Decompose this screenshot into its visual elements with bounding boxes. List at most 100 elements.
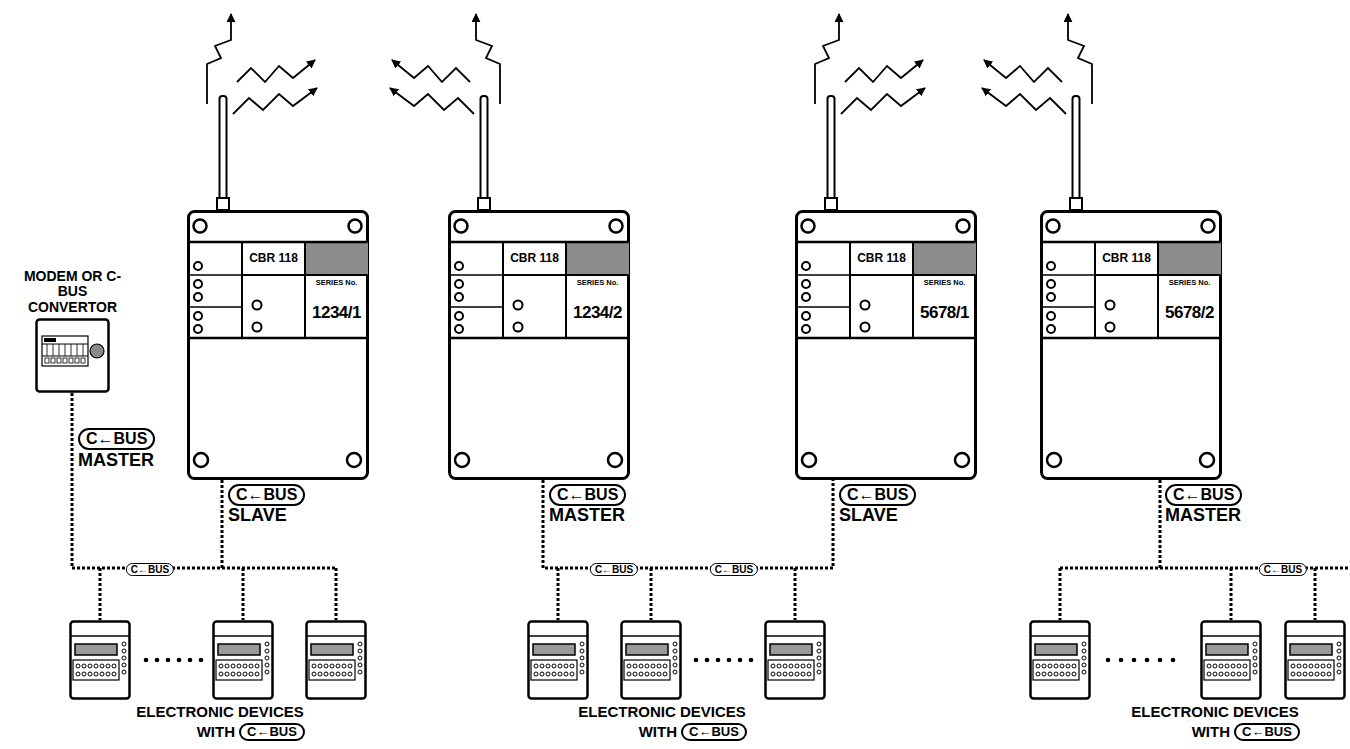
model-name: CBR 118 bbox=[510, 252, 559, 265]
housing-detail bbox=[1106, 301, 1115, 310]
dot bbox=[166, 658, 171, 663]
text-cell: 5678/1 bbox=[913, 289, 976, 337]
housing-detail bbox=[502, 242, 504, 338]
text-cell: CBR 118 bbox=[503, 242, 566, 275]
electronic-device bbox=[529, 622, 588, 699]
dot bbox=[716, 658, 721, 663]
series-number: 1234/2 bbox=[573, 304, 622, 323]
housing-detail bbox=[913, 242, 976, 275]
housing-detail bbox=[189, 337, 368, 340]
housing-detail bbox=[241, 242, 243, 338]
housing-detail bbox=[189, 274, 243, 276]
bus-badge: C←BUS bbox=[126, 563, 174, 576]
housing-detail bbox=[957, 220, 970, 233]
housing-detail bbox=[797, 274, 851, 276]
modem-detail bbox=[44, 338, 56, 342]
housing-detail bbox=[849, 242, 851, 338]
bus-badge: C←BUS bbox=[681, 723, 747, 741]
housing-detail bbox=[253, 323, 262, 332]
bus-badge: C←BUS bbox=[1165, 484, 1242, 506]
housing-detail bbox=[608, 453, 622, 467]
modem-detail bbox=[57, 358, 61, 363]
bus-connector bbox=[543, 480, 833, 568]
device-caption: WITH bbox=[197, 724, 235, 741]
radio-unit: CBR 118SERIES No. 5678/1 bbox=[795, 210, 977, 480]
housing-detail bbox=[797, 241, 976, 244]
bus-role: SLAVE bbox=[228, 506, 287, 526]
radio-housing bbox=[1040, 210, 1222, 480]
housing-detail bbox=[1047, 280, 1055, 288]
model-name: CBR 118 bbox=[249, 252, 298, 265]
housing-detail bbox=[189, 212, 368, 479]
series-caption: SERIES No. bbox=[924, 279, 966, 287]
antenna bbox=[815, 14, 925, 210]
housing-detail bbox=[455, 220, 468, 233]
label-slot: C←BUS bbox=[1259, 559, 1307, 577]
label-slot: C←BUS bbox=[239, 722, 305, 741]
housing-detail bbox=[189, 306, 243, 308]
dot bbox=[1145, 658, 1150, 663]
ellipsis-dots bbox=[144, 658, 1176, 663]
bus-wire bbox=[222, 567, 336, 570]
device-heading: MODEM OR C-BUS CONVERTOR bbox=[23, 269, 123, 315]
bus-badge: C←BUS bbox=[1259, 563, 1307, 576]
modem-detail bbox=[53, 344, 54, 356]
text-cell: SERIES No. bbox=[1158, 276, 1221, 290]
housing-detail bbox=[912, 242, 914, 338]
modem-box: MODEM OR C-BUS CONVERTOR bbox=[35, 318, 110, 393]
modem-detail bbox=[45, 358, 49, 363]
text-cell: CBR 118 bbox=[242, 242, 305, 275]
housing-detail bbox=[1042, 337, 1221, 340]
text-cell: 5678/2 bbox=[1158, 289, 1221, 337]
antenna bbox=[207, 14, 317, 210]
housing-detail bbox=[955, 453, 969, 467]
bus-wire bbox=[1060, 480, 1350, 568]
electronic-device bbox=[1031, 622, 1090, 699]
bus-badge: C←BUS bbox=[590, 563, 638, 576]
housing-detail bbox=[242, 274, 368, 276]
edge-label-slot: C←BUS bbox=[126, 559, 174, 577]
antenna bbox=[982, 14, 1092, 210]
radio-unit: CBR 118SERIES No.5678/2 bbox=[1040, 210, 1222, 480]
modem-detail bbox=[37, 320, 109, 392]
housing-detail bbox=[514, 323, 523, 332]
modem-detail bbox=[71, 344, 72, 356]
series-caption: SERIES No. bbox=[577, 279, 619, 287]
text-cell: 1234/1 bbox=[305, 289, 368, 337]
dot bbox=[738, 658, 743, 663]
model-name: CBR 118 bbox=[857, 252, 906, 265]
housing-detail bbox=[1158, 242, 1221, 275]
radio-unit: CBR 118SERIES No.1234/1 bbox=[187, 210, 369, 480]
modem-detail bbox=[59, 344, 60, 356]
housing-detail bbox=[1047, 312, 1055, 320]
radio-housing bbox=[448, 210, 630, 480]
electronic-device bbox=[71, 622, 130, 699]
bus-badge: C←BUS bbox=[78, 428, 155, 450]
modem-detail bbox=[65, 344, 66, 356]
heading-slot: MODEM OR C-BUS CONVERTOR bbox=[23, 269, 123, 315]
housing-detail bbox=[1042, 241, 1221, 244]
housing-detail bbox=[565, 242, 567, 338]
housing-detail bbox=[861, 301, 870, 310]
label-slot: SLAVE bbox=[228, 506, 287, 526]
dot bbox=[694, 658, 699, 663]
label-slot: ELECTRONIC DEVICES bbox=[136, 703, 304, 721]
series-caption: SERIES No. bbox=[1169, 279, 1211, 287]
housing-detail bbox=[455, 280, 463, 288]
housing-detail bbox=[802, 293, 810, 301]
modem-outline bbox=[35, 318, 110, 393]
housing-detail bbox=[194, 262, 202, 270]
electronic-device bbox=[307, 622, 366, 699]
housing-detail bbox=[1042, 274, 1096, 276]
housing-detail bbox=[455, 293, 463, 301]
housing-detail bbox=[305, 242, 368, 275]
housing-detail bbox=[349, 220, 362, 233]
series-number: 1234/1 bbox=[312, 304, 361, 323]
housing-detail bbox=[450, 212, 629, 479]
label-slot: C←BUS bbox=[681, 722, 747, 741]
label-slot: C←BUS bbox=[839, 484, 916, 506]
bus-role: MASTER bbox=[1165, 506, 1241, 526]
housing-detail bbox=[514, 301, 523, 310]
housing-detail bbox=[347, 453, 361, 467]
housing-detail bbox=[566, 242, 629, 275]
